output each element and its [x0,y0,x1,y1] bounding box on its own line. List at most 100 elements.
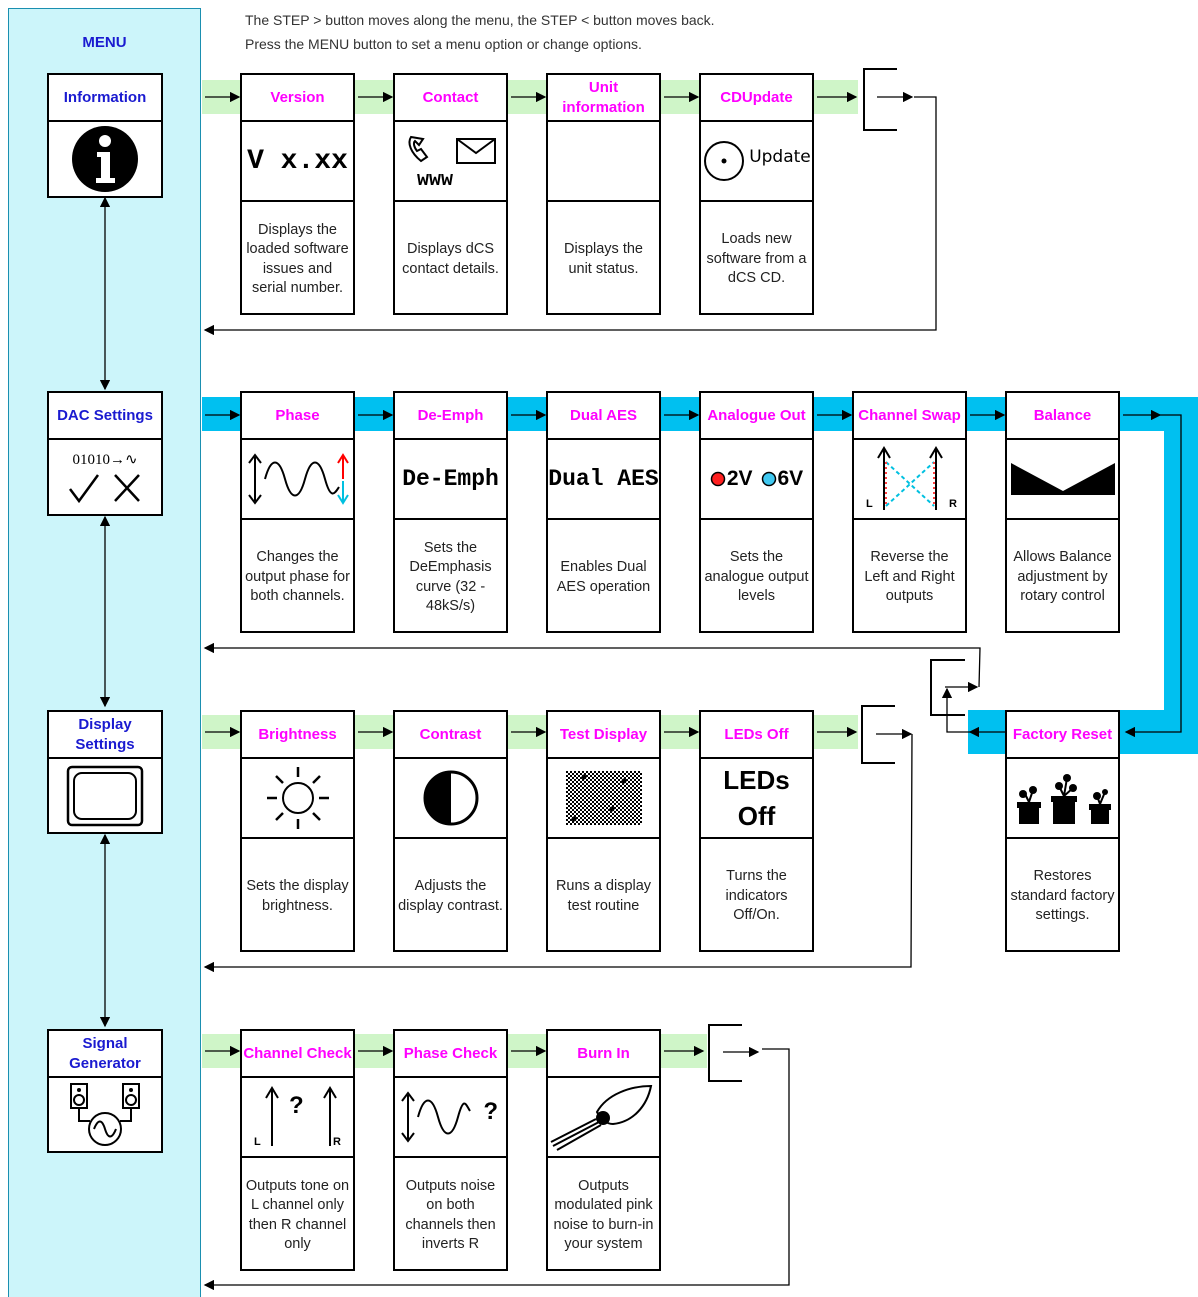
www-text: www [417,169,454,192]
contrast-icon [395,759,506,839]
question-mark: ? [483,1098,498,1125]
option-description: Reverse the Left and Right outputs [864,549,955,605]
menu-dac-settings[interactable]: DAC Settings 01010→∿ [47,391,163,516]
option-description: Outputs noise on both channels then inve… [405,1177,496,1253]
menu-information[interactable]: Information [47,73,163,198]
option-title: De-Emph [395,393,506,440]
blue-dot-icon [761,471,776,487]
sun-icon [242,759,353,839]
option-description: Loads new software from a dCS CD. [706,231,807,287]
plants-icon [1007,759,1118,839]
option-phase-check[interactable]: Phase Check ? Outputs noise on both chan… [393,1029,508,1271]
de-emph-icon: De-Emph [395,440,506,520]
option-description: Outputs tone on L channel only then R ch… [245,1177,350,1253]
option-test-display[interactable]: Test Display Runs a display test routine [546,710,661,952]
menu-signal-generator[interactable]: Signal Generator [47,1029,163,1153]
option-channel-swap[interactable]: Channel Swap L R Reverse the Left and Ri… [852,391,967,633]
option-title: Balance [1007,393,1118,440]
version-icon-text: V x.xx [247,145,348,177]
option-description: Changes the output phase for both channe… [245,549,350,605]
instruction-line-2: Press the MENU button to set a menu opti… [245,36,642,52]
leds-off-icon: LEDs Off [701,759,812,839]
option-description: Enables Dual AES operation [556,559,651,595]
menu-label: Display Settings [49,712,161,759]
phase-icon [242,440,353,520]
option-description: Runs a display test routine [555,878,652,914]
option-description: Adjusts the display contrast. [398,878,503,914]
option-balance[interactable]: Balance Allows Balance adjustment by rot… [1005,391,1120,633]
option-phase[interactable]: Phase Changes the output phase for both … [240,391,355,633]
option-leds-off[interactable]: LEDs Off LEDs Off Turns the indicators O… [699,710,814,952]
option-title: Phase [242,393,353,440]
option-description: Displays dCS contact details. [402,241,499,277]
option-description: Restores standard factory settings. [1010,868,1115,924]
option-title: Contrast [395,712,506,759]
dual-aes-icon-text: Dual AES [548,466,659,492]
option-title: Brightness [242,712,353,759]
option-title: Unit information [548,75,659,122]
option-description: Turns the indicators Off/On. [725,868,788,924]
blank-icon-area [548,122,659,202]
level-2v: 2V [726,467,753,490]
dac-icon: 01010→∿ [49,440,161,513]
option-channel-check[interactable]: Channel Check L ? R Outputs tone on L ch… [240,1029,355,1271]
option-factory-reset[interactable]: Factory Reset Restores standard factory … [1005,710,1120,952]
speakers-oscillator-icon [49,1078,161,1151]
option-description: Sets the analogue output levels [704,549,809,605]
de-emph-icon-text: De-Emph [402,466,499,492]
menu-label: Information [49,75,161,122]
option-title: Contact [395,75,506,122]
phase-check-icon: ? [395,1078,506,1158]
option-description: Displays the loaded software issues and … [246,221,349,297]
option-brightness[interactable]: Brightness Sets the display brightness. [240,710,355,952]
label-l: L [866,498,873,510]
option-title: Test Display [548,712,659,759]
option-title: Factory Reset [1007,712,1118,759]
option-description: Displays the unit status. [564,241,643,277]
option-description: Sets the DeEmphasis curve (32 - 48kS/s) [409,539,492,615]
dac-icon-text: 01010→∿ [72,452,138,468]
option-title: LEDs Off [701,712,812,759]
option-title: Dual AES [548,393,659,440]
option-title: Channel Swap [854,393,965,440]
option-unit-information[interactable]: Unit information Displays the unit statu… [546,73,661,315]
channel-check-icon: L ? R [242,1078,353,1158]
question-mark: ? [289,1092,304,1119]
option-analogue-out[interactable]: Analogue Out 2V 6V Sets the analogue out… [699,391,814,633]
option-title: Phase Check [395,1031,506,1078]
label-l: L [254,1136,261,1148]
option-title: Version [242,75,353,122]
option-de-emph[interactable]: De-Emph De-Emph Sets the DeEmphasis curv… [393,391,508,633]
analogue-out-icon: 2V 6V [701,440,812,520]
test-pattern-icon [548,759,659,839]
option-contact[interactable]: Contact www Displays dCS contact details… [393,73,508,315]
instruction-line-1: The STEP > button moves along the menu, … [245,12,715,28]
label-r: R [333,1136,341,1148]
info-icon [49,122,161,195]
option-cdupdate[interactable]: CDUpdate Update Loads new software from … [699,73,814,315]
menu-label: Signal Generator [49,1031,161,1078]
option-dual-aes[interactable]: Dual AES Dual AES Enables Dual AES opera… [546,391,661,633]
leds-off-icon-text: LEDs Off [723,765,790,831]
dual-aes-icon: Dual AES [548,440,659,520]
menu-title: MENU [82,34,127,51]
update-text: Update [749,147,811,167]
menu-display-settings[interactable]: Display Settings [47,710,163,834]
option-title: Analogue Out [701,393,812,440]
menu-label: DAC Settings [49,393,161,440]
option-burn-in[interactable]: Burn In Outputs modulated pink noise to … [546,1029,661,1271]
option-title: CDUpdate [701,75,812,122]
option-description: Allows Balance adjustment by rotary cont… [1013,549,1112,605]
channel-swap-icon: L R [854,440,965,520]
option-contrast[interactable]: Contrast Adjusts the display contrast. [393,710,508,952]
option-description: Outputs modulated pink noise to burn-in … [553,1177,654,1253]
contact-icon: www [395,122,506,202]
version-icon: V x.xx [242,122,353,202]
cd-icon: Update [701,122,812,202]
option-title: Burn In [548,1031,659,1078]
label-r: R [949,498,957,510]
option-version[interactable]: Version V x.xx Displays the loaded softw… [240,73,355,315]
burn-in-icon [548,1078,659,1158]
monitor-icon [49,759,161,832]
